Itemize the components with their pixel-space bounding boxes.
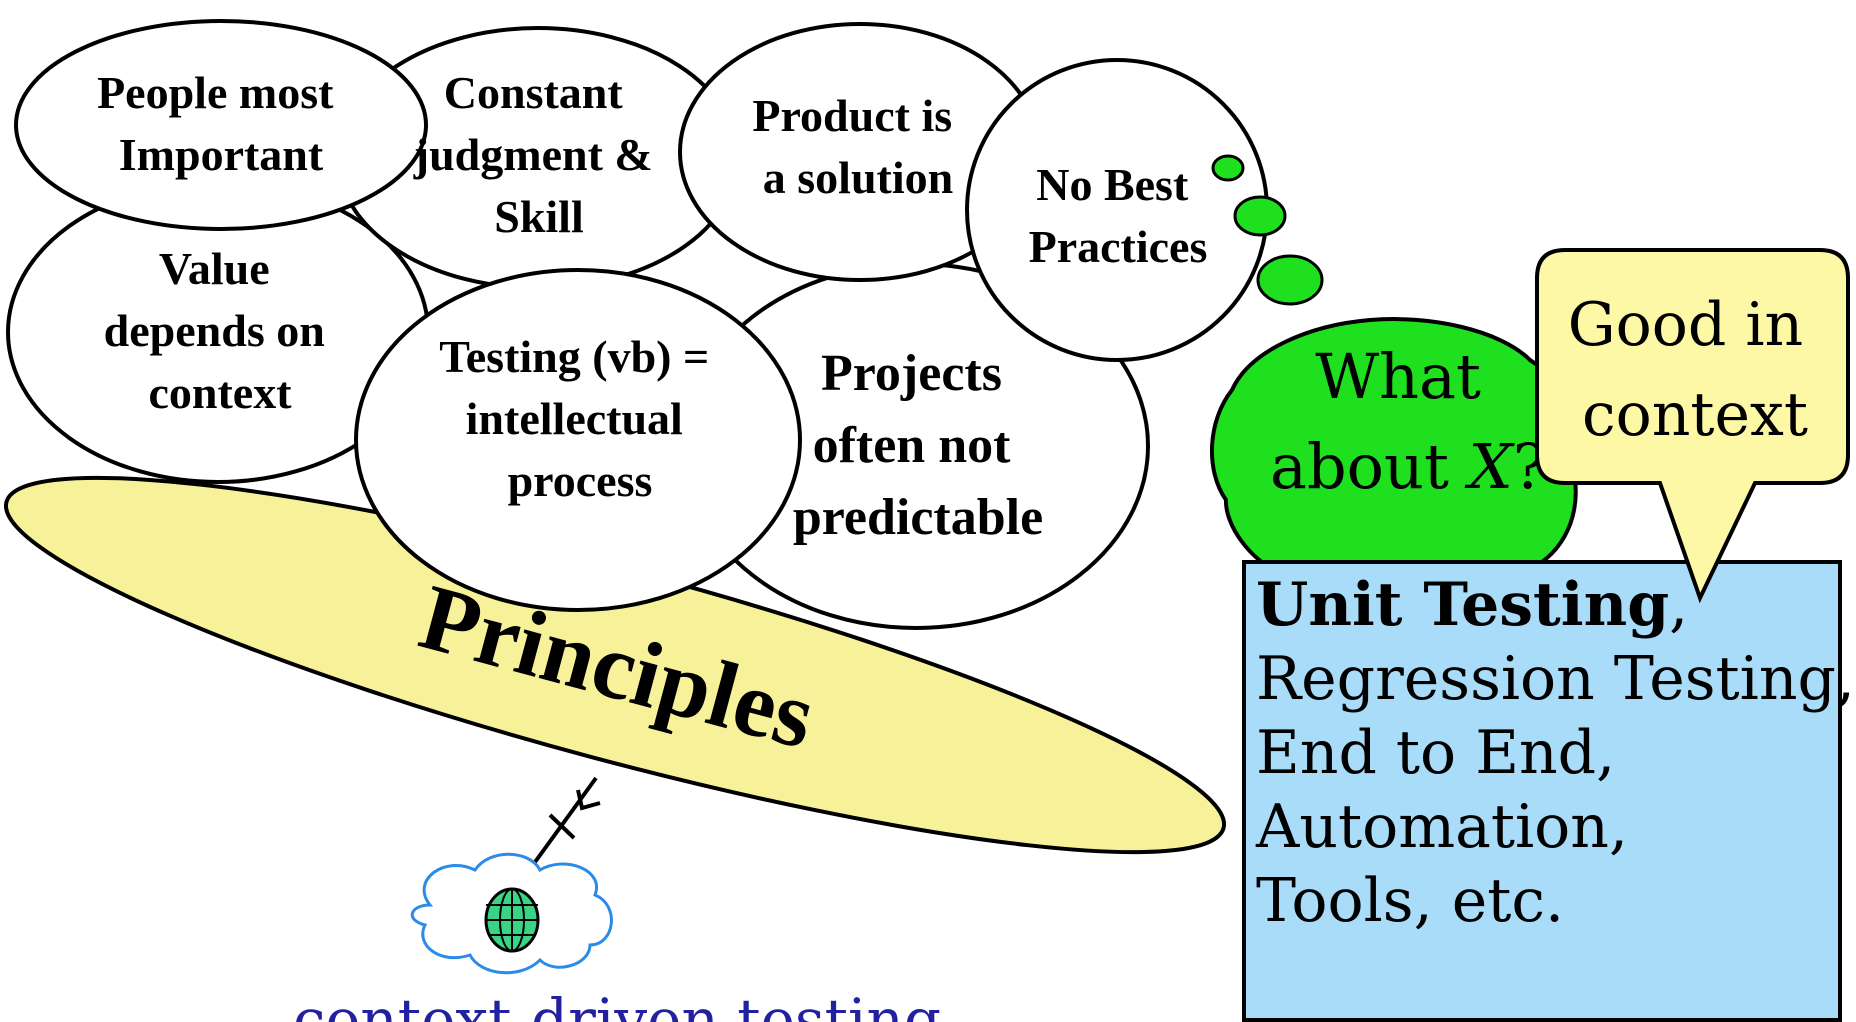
globe-icon bbox=[484, 887, 540, 953]
practices-box bbox=[1242, 560, 1842, 1022]
bubble-no-best-text: No Best Practices bbox=[1029, 159, 1208, 272]
bubble-projects-text: Projects often not predictable bbox=[793, 345, 1043, 546]
bottom-caption: context-driven testing bbox=[293, 986, 941, 1022]
practices-item-unit-testing: Unit Testing, bbox=[1256, 570, 1689, 640]
speech-text: Good in context bbox=[1568, 290, 1823, 450]
thought-dot-small bbox=[1211, 154, 1245, 182]
bubble-product-text: Product is a solution bbox=[752, 90, 963, 203]
bubble-value-text: Value depends on context bbox=[104, 243, 337, 418]
practices-item: Automation, bbox=[1256, 792, 1629, 862]
practices-item: End to End, bbox=[1256, 718, 1616, 788]
thought-dot-medium bbox=[1233, 195, 1287, 237]
bubble-no-best bbox=[965, 58, 1269, 362]
bubble-people bbox=[14, 19, 428, 231]
thought-dot-large bbox=[1256, 254, 1324, 306]
practices-item: Regression Testing, bbox=[1256, 644, 1855, 714]
bubble-testing-text: Testing (vb) = intellectual process bbox=[439, 331, 720, 506]
practices-item: Tools, etc. bbox=[1256, 866, 1565, 936]
speech-bubble bbox=[1535, 248, 1850, 604]
bubble-testing bbox=[354, 268, 802, 612]
bubble-people-text: People most Important bbox=[97, 67, 345, 180]
practices-list: Unit Testing, Regression Testing, End to… bbox=[1256, 568, 1855, 938]
thought-text: What about X? bbox=[1270, 340, 1546, 503]
bubble-judgment-text: Constant judgment & Skill bbox=[413, 67, 664, 242]
